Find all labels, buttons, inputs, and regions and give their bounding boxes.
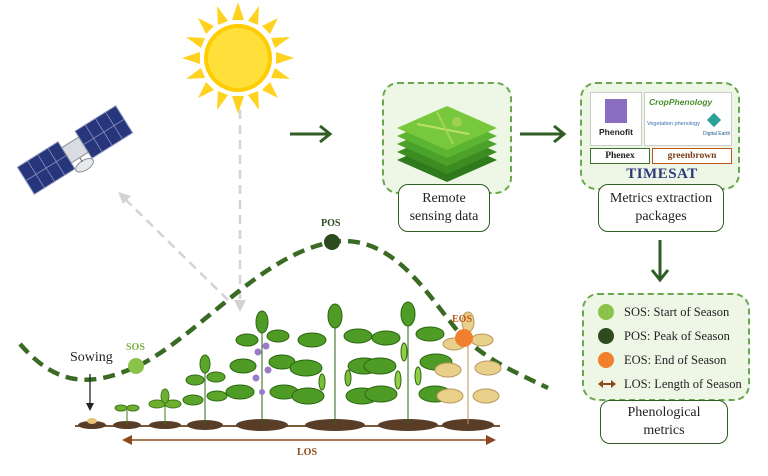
- digital-earth-name: Digital Earth: [703, 131, 731, 137]
- digital-earth-icon: [706, 112, 722, 128]
- legend-eos-text: EOS: End of Season: [624, 352, 727, 367]
- legend-item-eos: EOS: End of Season: [598, 351, 726, 369]
- phenology-curve: [18, 238, 549, 391]
- legend-sos-dot-icon: [598, 304, 614, 320]
- seed-icon: [87, 418, 97, 424]
- vegetation-phenology-name: Vegetation phenology: [647, 121, 700, 127]
- greenbrown-logo: greenbrown: [652, 148, 732, 164]
- flow-arrow-to-packages: [520, 124, 567, 144]
- senescent-plant-icon: [434, 311, 502, 424]
- soil-mounds: [78, 419, 494, 431]
- flow-arrow-to-metrics: [650, 240, 670, 283]
- phenofit-logo-icon: [605, 99, 627, 123]
- timesat-logo: TIMESAT: [626, 166, 698, 182]
- eos-label: EOS: [452, 314, 473, 325]
- cropphenology-logo: CropPhenology Vegetation phenology Digit…: [644, 92, 732, 146]
- remote-sensing-panel: [382, 82, 512, 194]
- phenological-metrics-label-box: Phenological metrics: [600, 400, 728, 444]
- pos-marker: [324, 234, 340, 250]
- remote-sensing-label: Remote sensing data: [409, 191, 479, 224]
- phenological-metrics-label: Phenological metrics: [627, 405, 701, 438]
- young-plant-icon: [182, 354, 228, 424]
- los-label: LOS: [297, 447, 318, 458]
- seedling-icon: [148, 388, 182, 424]
- phenofit-logo: Phenofit: [590, 92, 642, 146]
- sowing-label: Sowing: [70, 350, 113, 365]
- legend-eos-dot-icon: [598, 352, 614, 368]
- flowering-plant-icon: [225, 310, 299, 424]
- cropphenology-name: CropPhenology: [649, 97, 713, 107]
- legend-pos-dot-icon: [598, 328, 614, 344]
- packages-label-box: Metrics extraction packages: [598, 184, 724, 232]
- legend-item-sos: SOS: Start of Season: [598, 303, 729, 321]
- remote-sensing-label-box: Remote sensing data: [398, 184, 490, 232]
- sos-label: SOS: [126, 342, 145, 353]
- podding-plant-icon: [363, 301, 453, 424]
- eos-marker: [455, 329, 473, 347]
- pos-label: POS: [321, 218, 341, 229]
- phenofit-name: Phenofit: [599, 127, 633, 137]
- legend-pos-text: POS: Peak of Season: [624, 328, 730, 343]
- satellite-icon: [16, 105, 134, 195]
- packages-panel: Phenofit CropPhenology Vegetation phenol…: [580, 82, 740, 190]
- legend-item-pos: POS: Peak of Season: [598, 327, 730, 345]
- legend-los-arrow-icon: [598, 380, 616, 388]
- sowing-arrow: [86, 374, 94, 411]
- sun-icon: [182, 2, 294, 114]
- packages-label: Metrics extraction packages: [609, 191, 713, 224]
- sun-ray-arrow: [234, 110, 246, 312]
- remote-sensing-image-stack: [397, 106, 497, 182]
- legend-sos-text: SOS: Start of Season: [624, 304, 730, 319]
- sos-marker: [128, 358, 144, 374]
- los-arrow: [122, 435, 496, 445]
- legend-item-los: LOS: Length of Season: [598, 375, 742, 393]
- phenex-logo: Phenex: [590, 148, 650, 164]
- flow-arrow-to-remote-sensing: [290, 124, 333, 144]
- legend-los-text: LOS: Length of Season: [624, 376, 742, 391]
- seedling-small-icon: [114, 404, 140, 424]
- reflected-ray-arrow: [118, 192, 229, 301]
